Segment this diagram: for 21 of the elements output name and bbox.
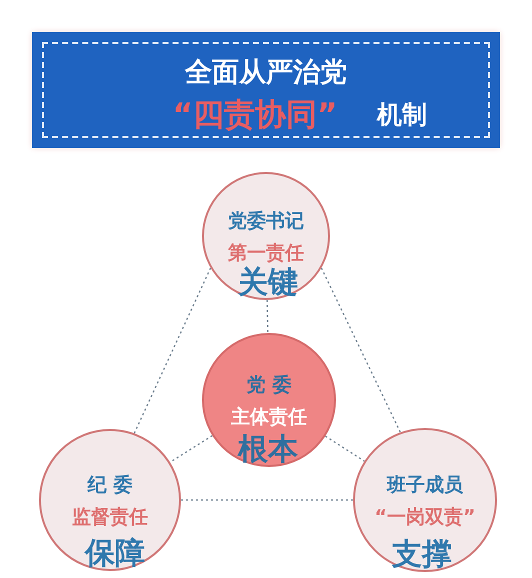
role-name: 党 委	[246, 373, 292, 398]
role-caption: 关键	[236, 266, 299, 300]
role-name: 班子成员	[386, 473, 464, 498]
dotted-connector	[266, 300, 268, 334]
responsibility-text: 主体责任	[230, 405, 308, 430]
role-caption: 保障	[83, 537, 146, 571]
title-text: 机制	[376, 99, 428, 131]
dotted-connector	[325, 436, 365, 462]
role-name: 纪 委	[86, 473, 134, 498]
role-name: 党委书记	[227, 209, 305, 234]
dotted-connector	[320, 268, 401, 433]
title-banner	[32, 32, 500, 148]
role-caption: 根本	[236, 433, 299, 467]
dotted-connector	[134, 268, 212, 434]
responsibility-text: 监督责任	[71, 505, 149, 530]
highlight-text: “四责协同”	[172, 96, 338, 135]
role-caption: 支撑	[390, 538, 453, 572]
dotted-connector	[181, 499, 353, 501]
title-text: 全面从严治党	[184, 56, 348, 90]
responsibility-text: “一岗双责”	[374, 505, 476, 530]
responsibility-text: 第一责任	[227, 241, 305, 266]
